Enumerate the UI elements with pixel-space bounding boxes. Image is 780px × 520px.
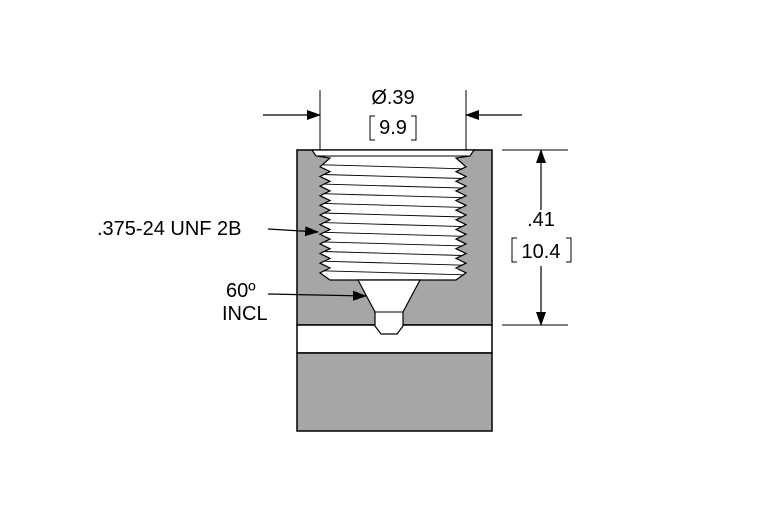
depth-metric-bracket-right (566, 237, 572, 263)
thread-crest-line (322, 212, 464, 218)
depth-imperial: .41 (527, 209, 555, 231)
angle-leader (267, 290, 367, 301)
drill-point-cone (357, 279, 421, 335)
thread-leader (267, 226, 319, 237)
thread-lines (316, 155, 470, 276)
thread-crest-line (322, 231, 464, 237)
thread-crest-line (322, 174, 464, 179)
diameter-metric-bracket-right (411, 115, 417, 141)
diameter-metric-bracket-left (369, 115, 375, 141)
thread-crest-line (322, 270, 464, 276)
depth-metric-bracket-left (511, 237, 517, 263)
diameter-metric: 9.9 (379, 117, 407, 139)
thread-callout: .375-24 UNF 2B (97, 218, 242, 240)
thread-crest-line (322, 164, 464, 170)
angle-callout-line1: 60º (226, 280, 256, 302)
thread-crest-line (322, 260, 464, 266)
diameter-imperial: Ø.39 (371, 87, 414, 109)
thread-crest-line (322, 251, 464, 256)
thread-crest-line (322, 241, 464, 247)
lower-block (296, 352, 493, 432)
thread-crest-line (322, 202, 464, 208)
angle-callout-line2: INCL (222, 303, 268, 325)
thread-crest-line (322, 193, 464, 199)
thread-crest-line (322, 183, 464, 189)
depth-metric: 10.4 (522, 241, 561, 263)
thread-crest-line (322, 222, 464, 228)
